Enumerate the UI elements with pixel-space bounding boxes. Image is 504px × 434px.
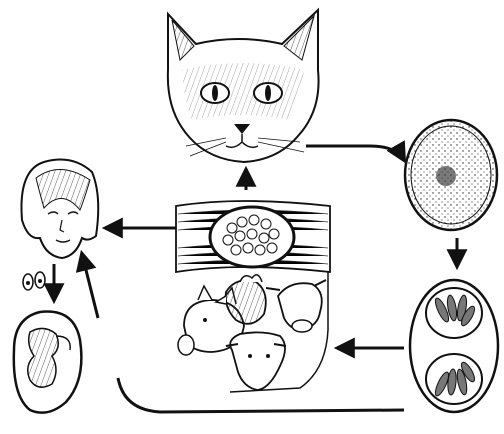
human-head-icon	[21, 160, 98, 258]
fetus-in-uterus-icon	[14, 312, 82, 413]
tachyzoites-icon	[23, 272, 45, 290]
arrow-up-to-human	[82, 254, 98, 318]
unsporulated-oocyst-icon	[405, 120, 497, 230]
sporulated-oocyst-icon	[410, 280, 498, 412]
livestock-hosts-icon	[178, 270, 328, 392]
arrow-cat-to-oocyst	[306, 146, 404, 160]
tissue-cyst-in-muscle-icon	[176, 201, 330, 272]
cat-head-icon	[168, 10, 319, 162]
